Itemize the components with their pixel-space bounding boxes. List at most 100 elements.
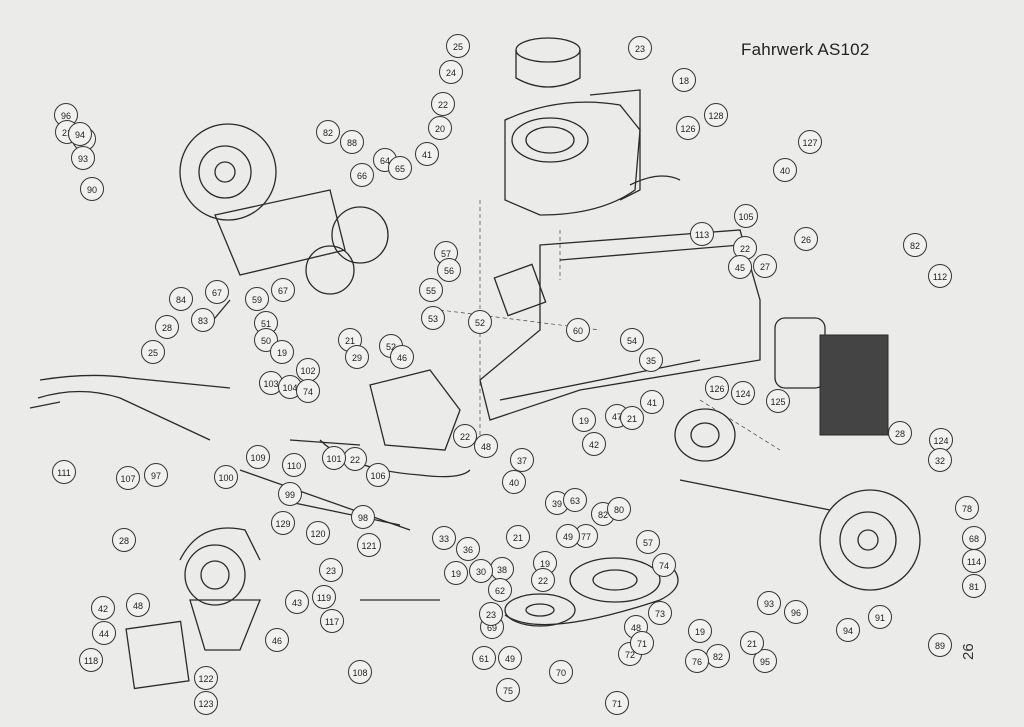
part-callout-19: 19 xyxy=(572,408,596,432)
rod-1 xyxy=(239,469,411,531)
part-callout-83: 83 xyxy=(191,308,215,332)
part-callout-26: 26 xyxy=(794,227,818,251)
sprocket xyxy=(331,206,389,264)
part-callout-118: 118 xyxy=(79,648,103,672)
part-callout-53: 53 xyxy=(421,306,445,330)
part-callout-105: 105 xyxy=(734,204,758,228)
part-callout-41: 41 xyxy=(640,390,664,414)
part-callout-126: 126 xyxy=(676,116,700,140)
part-callout-93: 93 xyxy=(757,591,781,615)
part-callout-41: 41 xyxy=(415,142,439,166)
part-callout-54: 54 xyxy=(620,328,644,352)
right-wheel-rim xyxy=(839,511,897,569)
part-callout-78: 78 xyxy=(955,496,979,520)
part-callout-109: 109 xyxy=(246,445,270,469)
part-callout-100: 100 xyxy=(214,465,238,489)
part-callout-124: 124 xyxy=(731,381,755,405)
part-callout-23: 23 xyxy=(479,602,503,626)
part-callout-44: 44 xyxy=(92,621,116,645)
part-callout-23: 23 xyxy=(319,558,343,582)
part-callout-67: 67 xyxy=(271,278,295,302)
part-callout-45: 45 xyxy=(728,255,752,279)
part-callout-94: 94 xyxy=(68,122,92,146)
exhaust-pipe xyxy=(629,175,681,186)
part-callout-48: 48 xyxy=(474,434,498,458)
part-callout-120: 120 xyxy=(306,521,330,545)
part-callout-75: 75 xyxy=(496,678,520,702)
part-callout-33: 33 xyxy=(432,526,456,550)
part-callout-108: 108 xyxy=(348,660,372,684)
part-callout-66: 66 xyxy=(350,163,374,187)
part-callout-74: 74 xyxy=(296,379,320,403)
part-callout-76: 76 xyxy=(685,649,709,673)
part-callout-80: 80 xyxy=(607,497,631,521)
part-callout-123: 123 xyxy=(194,691,218,715)
right-wheel-tire xyxy=(819,489,921,591)
part-callout-111: 111 xyxy=(52,460,76,484)
part-callout-49: 49 xyxy=(556,524,580,548)
engine-block xyxy=(504,101,641,216)
part-callout-61: 61 xyxy=(472,646,496,670)
part-callout-23: 23 xyxy=(628,36,652,60)
part-callout-35: 35 xyxy=(639,348,663,372)
part-callout-106: 106 xyxy=(366,463,390,487)
fuel-tank xyxy=(369,369,461,451)
handlebar xyxy=(39,374,231,389)
part-callout-74: 74 xyxy=(652,553,676,577)
part-callout-114: 114 xyxy=(962,549,986,573)
part-callout-128: 128 xyxy=(704,103,728,127)
part-callout-119: 119 xyxy=(312,585,336,609)
part-callout-22: 22 xyxy=(343,447,367,471)
part-callout-101: 101 xyxy=(322,446,346,470)
engine-flywheel xyxy=(511,117,589,163)
part-callout-36: 36 xyxy=(456,537,480,561)
starter-wheel xyxy=(184,544,246,606)
part-callout-94: 94 xyxy=(836,618,860,642)
part-callout-57: 57 xyxy=(636,530,660,554)
part-callout-97: 97 xyxy=(144,463,168,487)
part-callout-21: 21 xyxy=(740,631,764,655)
part-callout-46: 46 xyxy=(265,628,289,652)
part-callout-25: 25 xyxy=(141,340,165,364)
part-callout-102: 102 xyxy=(296,358,320,382)
part-callout-110: 110 xyxy=(282,453,306,477)
part-callout-21: 21 xyxy=(506,525,530,549)
part-callout-96: 96 xyxy=(784,600,808,624)
part-callout-28: 28 xyxy=(155,315,179,339)
bracket-arm xyxy=(189,599,261,651)
pulley-small xyxy=(504,593,576,627)
pulley-large xyxy=(569,557,661,603)
left-wheel-rim xyxy=(198,145,252,199)
axle-shaft xyxy=(679,479,831,511)
part-callout-22: 22 xyxy=(453,424,477,448)
part-callout-60: 60 xyxy=(566,318,590,342)
part-callout-71: 71 xyxy=(605,691,629,715)
part-callout-71: 71 xyxy=(630,631,654,655)
part-callout-117: 117 xyxy=(320,609,344,633)
part-callout-52: 52 xyxy=(468,310,492,334)
rod-3 xyxy=(289,439,361,446)
part-callout-88: 88 xyxy=(340,130,364,154)
part-callout-98: 98 xyxy=(351,505,375,529)
part-callout-22: 22 xyxy=(531,568,555,592)
page-title: Fahrwerk AS102 xyxy=(741,40,870,59)
part-callout-93: 93 xyxy=(71,146,95,170)
part-callout-68: 68 xyxy=(962,526,986,550)
clutch-hub xyxy=(674,408,736,462)
part-callout-63: 63 xyxy=(563,488,587,512)
part-callout-37: 37 xyxy=(510,448,534,472)
gear-housing xyxy=(214,189,346,276)
part-callout-29: 29 xyxy=(345,345,369,369)
part-callout-21: 21 xyxy=(620,406,644,430)
part-callout-22: 22 xyxy=(431,92,455,116)
part-callout-40: 40 xyxy=(502,470,526,494)
part-callout-25: 25 xyxy=(446,34,470,58)
drive-belt xyxy=(504,564,679,626)
part-callout-40: 40 xyxy=(773,158,797,182)
part-callout-55: 55 xyxy=(419,278,443,302)
part-callout-70: 70 xyxy=(549,660,573,684)
air-filter-body xyxy=(515,50,581,88)
part-callout-82: 82 xyxy=(903,233,927,257)
